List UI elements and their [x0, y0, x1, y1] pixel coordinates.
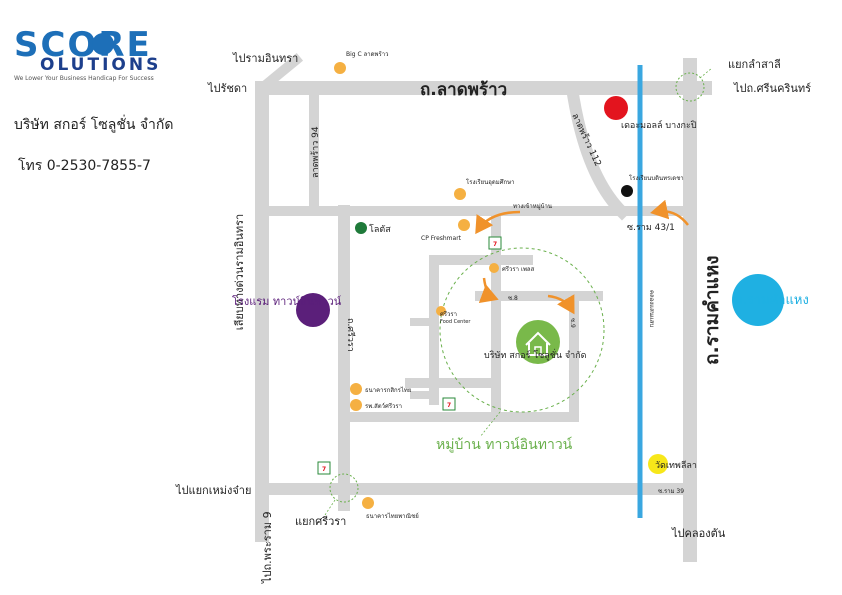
village-boundary — [439, 247, 605, 413]
label-office: บริษัท สกอร์ โซลูชั่น จำกัด — [484, 348, 587, 361]
label-scb: ธนาคารไทยพาณิชย์ — [366, 512, 419, 520]
label-lam-sali: แยกลำสาลี — [728, 58, 781, 71]
sriwara-junction-circle — [329, 473, 359, 503]
big-c-marker — [334, 62, 346, 74]
lotus-marker — [355, 222, 367, 234]
school-sri-marker — [454, 188, 466, 200]
label-lat-phrao-94: ลาดพร้าว 94 — [310, 126, 321, 178]
the-mall-marker — [604, 96, 628, 120]
label-sriwara-food: ศรีวรา — [440, 310, 457, 318]
label-seven-eleven-2: 7 — [447, 402, 451, 409]
dir-ram-inthra: ไปรามอินทรา — [232, 52, 298, 65]
label-wat-thep-lila: วัดเทพลีลา — [655, 460, 697, 471]
logo-line1: SCORE — [14, 25, 152, 65]
scb-marker — [362, 497, 374, 509]
village-leader — [479, 411, 501, 438]
label-food-center: Food Center — [440, 319, 471, 325]
kasikorn-marker — [350, 383, 362, 395]
logo-tagline: We Lower Your Business Handicap For Succ… — [14, 75, 154, 82]
arrow-ram43-left — [650, 199, 689, 226]
markers — [296, 62, 784, 509]
label-sriwara-junction: แยกศรีวรา — [295, 515, 346, 528]
label-big-c: Big C ลาดพร้าว — [346, 51, 388, 58]
school-ram-marker — [621, 185, 633, 197]
route-arrows — [475, 199, 689, 315]
seven-eleven-icon-3 — [317, 461, 331, 475]
house-door-icon — [534, 346, 542, 356]
road-lat-phrao-112 — [565, 81, 631, 221]
hospital-marker — [350, 399, 362, 411]
lam-sali-junction-circle — [675, 72, 705, 102]
label-sriwara-mall: ศรีวรา เพลส — [502, 265, 535, 273]
arrow-soi-down — [478, 277, 499, 303]
seven-eleven-icon-2 — [442, 397, 456, 411]
lam-sali-leader — [699, 67, 713, 79]
company-phone: โทร 0-2530-7855-7 — [18, 157, 151, 174]
logo: SCORE OLUTIONS We Lower Your Business Ha… — [14, 25, 161, 82]
label-expressway: เลียบทางด่วนรามอินทรา — [233, 214, 246, 330]
label-canal: คลองแสนแสบ — [648, 290, 655, 327]
sriwara-leader — [324, 499, 336, 516]
ramkhamhaeng-u-marker — [732, 274, 784, 326]
seven-eleven-icon-1 — [488, 236, 502, 250]
arrow-soi8-right — [547, 294, 575, 315]
logo-globe-icon — [92, 33, 114, 55]
dir-srinakarin: ไปถ.ศรีนครินทร์ — [733, 82, 811, 95]
logo-line2: OLUTIONS — [40, 55, 161, 75]
label-soi-ram-43: ซ.ราม 43/1 — [627, 223, 675, 233]
cp-marker — [458, 219, 470, 231]
dir-ratchada: ไปรัชดา — [207, 82, 247, 95]
dir-mengjai: ไปแยกเหม่งจ๋าย — [175, 484, 251, 497]
label-the-mall: เดอะมอลล์ บางกะปิ — [621, 119, 697, 131]
dir-rama9: ไปถ.พระราม 9 — [261, 511, 274, 584]
label-school-sri: โรงเรียนอุดมศึกษา — [466, 178, 515, 186]
sriwara-mall-marker — [489, 263, 499, 273]
label-soi-ram-39: ซ.ราม 39 — [658, 488, 684, 495]
label-seven-eleven-3: 7 — [322, 466, 326, 473]
wat-thep-lila-marker — [648, 454, 668, 474]
label-kasikorn: ธนาคารกสิกรไทย — [365, 386, 411, 394]
hotel-marker — [296, 293, 330, 327]
company-name: บริษัท สกอร์ โซลูชั่น จำกัด — [14, 115, 173, 133]
label-hospital: รพ.สัตว์ศรีวรา — [365, 402, 402, 410]
office-marker — [516, 320, 560, 364]
label-soi-8: ซ.8 — [508, 295, 518, 302]
road-ram-inthra-top — [254, 52, 304, 96]
label-village-entrance: ทางเข้าหมู่บ้าน — [513, 203, 552, 210]
label-school-ram: โรงเรียนบดินทรเดชา — [629, 174, 684, 182]
label-cp-freshmart: CP Freshmart — [421, 235, 462, 242]
label-sriwara: ถ.ศรีวรา — [345, 318, 356, 352]
label-soi-9: ซ.9 — [569, 318, 576, 328]
dir-khlong-tan: ไปคลองตัน — [671, 527, 726, 540]
label-seven-eleven-1: 7 — [493, 241, 497, 248]
label-ramkhamhaeng-u: ม.รามคำแหง — [734, 293, 809, 308]
arrow-entrance-turn — [475, 210, 521, 235]
label-lotus: โลตัส — [369, 224, 391, 235]
label-lat-phrao: ถ.ลาดพร้าว — [420, 80, 507, 100]
label-village: หมู่บ้าน ทาวน์อินทาวน์ — [436, 436, 573, 453]
label-hotel: โรงแรม ทาวน์อินทาวน์ — [232, 294, 342, 308]
label-ramkhamhaeng: ถ.รามคำแหง — [701, 255, 723, 365]
food-marker — [436, 306, 446, 316]
